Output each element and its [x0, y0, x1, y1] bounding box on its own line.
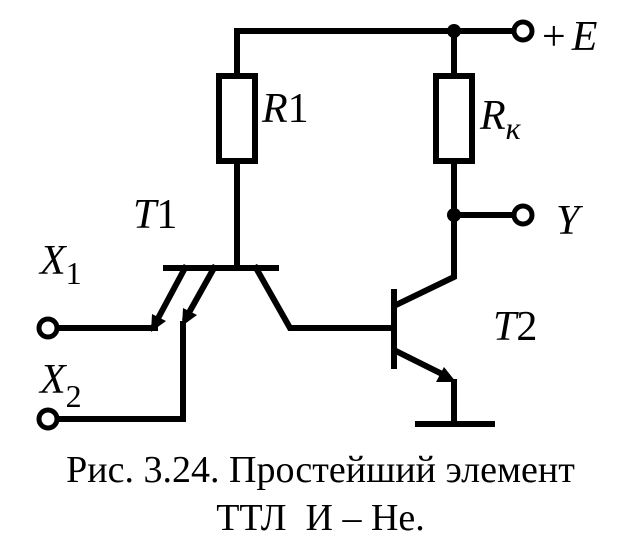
label-rk: Rк — [479, 93, 522, 146]
t1-emitter-1 — [150, 263, 190, 329]
supply-terminal — [511, 19, 535, 43]
input-x2-terminal — [36, 407, 60, 431]
t2-emitter — [393, 347, 449, 380]
resistor-r1 — [216, 73, 258, 164]
label-output: Y — [556, 198, 584, 244]
output-terminal — [511, 203, 535, 227]
input-x1-terminal — [36, 316, 60, 340]
t1-collector-to-t2-base-wire — [251, 263, 397, 331]
label-t2: T2 — [493, 304, 537, 350]
label-x2: X2 — [38, 357, 82, 414]
t2-emitter-arrow — [436, 367, 456, 382]
figure-caption-line-2: ТТЛ И – Не. — [216, 497, 425, 539]
label-r1: R1 — [261, 86, 309, 132]
label-supply: +E — [542, 14, 597, 60]
t1-emitter-2 — [181, 263, 219, 323]
rk-to-collector-wire — [393, 158, 457, 309]
resistor-rk — [433, 73, 475, 164]
label-x1: X1 — [38, 238, 82, 291]
input-x2-wire — [54, 321, 186, 422]
supply-rail-wire — [234, 28, 517, 79]
figure-caption-line-1: Рис. 3.24. Простейший элемент — [66, 449, 575, 491]
label-t1: T1 — [133, 192, 177, 238]
